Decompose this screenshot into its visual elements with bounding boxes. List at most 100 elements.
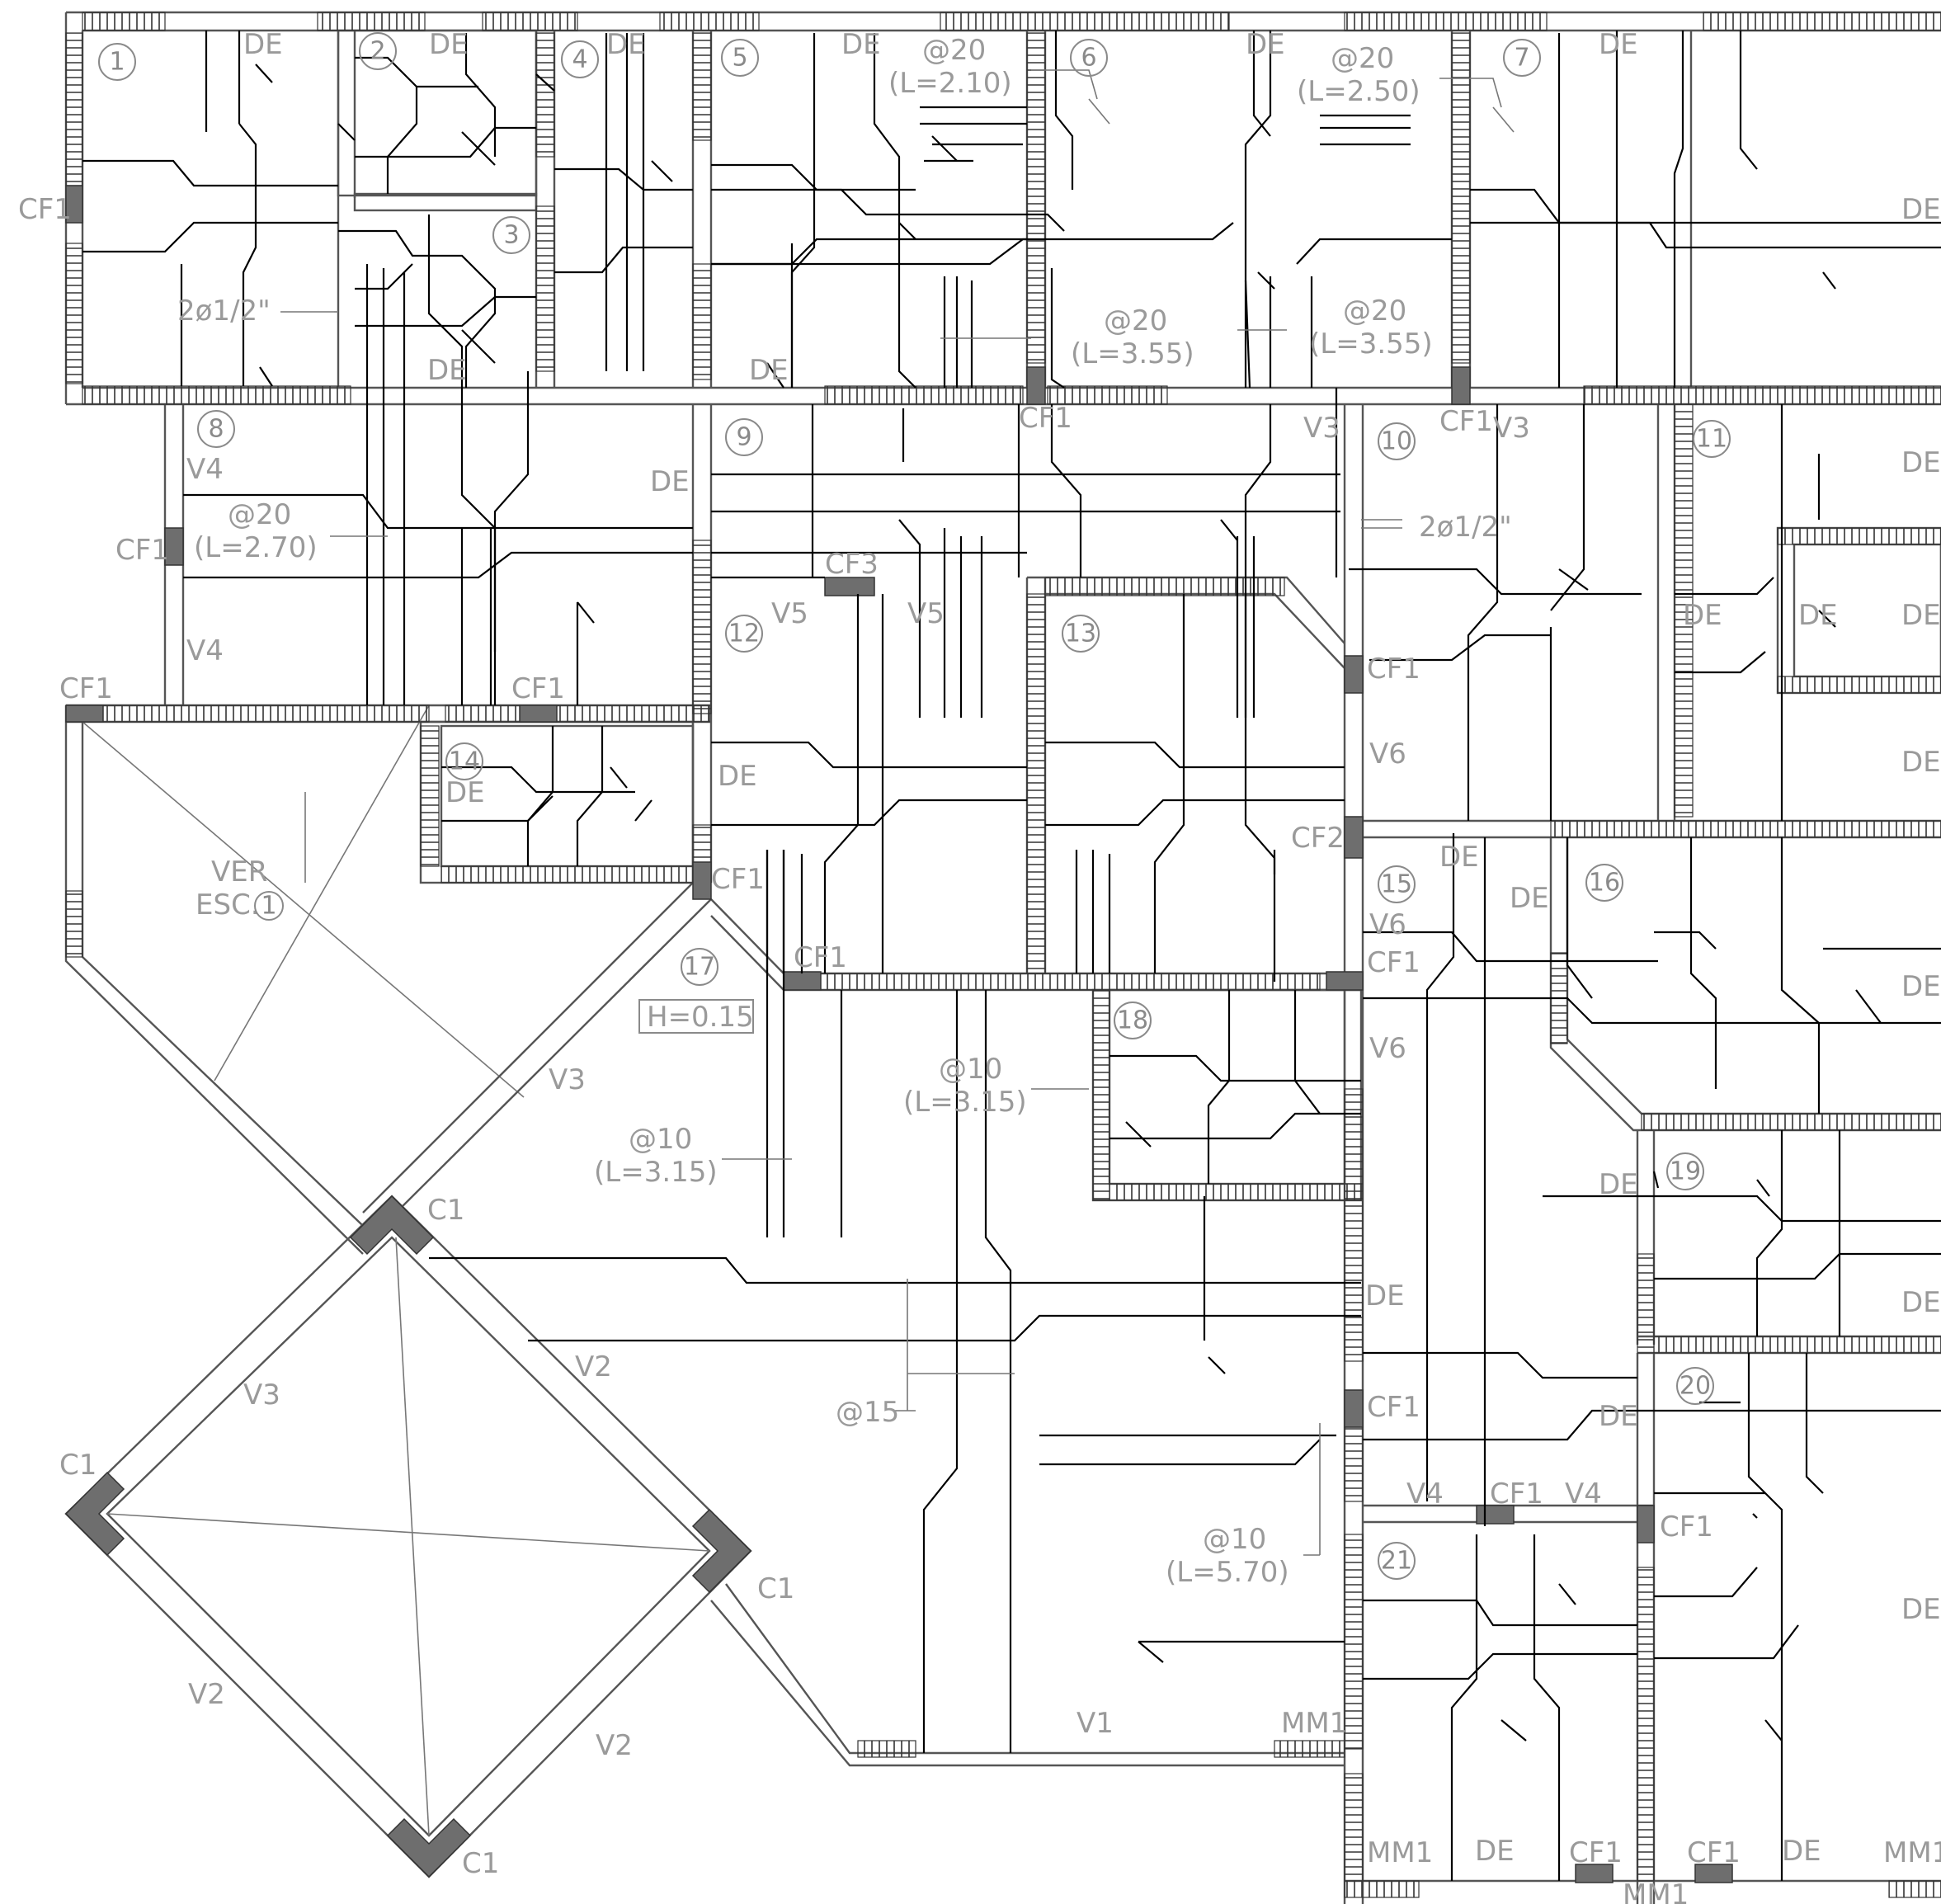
- spacing-note: @20: [228, 498, 291, 531]
- column-label: C1: [757, 1572, 794, 1605]
- panel-number: 9: [736, 423, 751, 452]
- dimension-marks: [280, 69, 1515, 1556]
- column-c1: [386, 1817, 472, 1878]
- label-de: DE: [1901, 193, 1941, 226]
- stair-ref: ESC.: [196, 888, 260, 921]
- beam-label: V3: [549, 1063, 586, 1096]
- spacing-note: @20: [1331, 42, 1394, 75]
- bar-note: 2ø1/2": [177, 295, 271, 328]
- label-de: DE: [1798, 599, 1838, 632]
- column-label: C1: [462, 1847, 499, 1880]
- panel-number: 12: [728, 620, 760, 648]
- column-cf1: [1476, 1505, 1515, 1525]
- columns: [64, 185, 1733, 1883]
- label-de: DE: [1510, 882, 1549, 915]
- column-label: MM1: [1883, 1836, 1941, 1869]
- length-note: (L=3.15): [594, 1156, 718, 1189]
- label-de: DE: [445, 776, 485, 809]
- column-label: CF1: [1687, 1836, 1741, 1869]
- label-de: DE: [1901, 1593, 1941, 1626]
- column-cf1: [783, 971, 822, 991]
- beam-label: V6: [1369, 1032, 1406, 1065]
- label-de: DE: [1901, 599, 1941, 632]
- column-label: CF1: [1367, 1391, 1420, 1424]
- label-de: DE: [1599, 1400, 1638, 1433]
- panel-number: 19: [1670, 1157, 1701, 1186]
- beam-label: V3: [1303, 412, 1340, 445]
- label-de: DE: [427, 354, 467, 387]
- spacing-note: @20: [1343, 295, 1406, 328]
- panel-number: 1: [109, 48, 125, 77]
- beam-label: V6: [1369, 908, 1406, 941]
- stair-ref: VER: [211, 855, 267, 888]
- spacing-note: @20: [922, 34, 986, 67]
- length-note: (L=2.70): [194, 531, 318, 564]
- column-label: C1: [59, 1449, 97, 1482]
- panel-number: 4: [572, 45, 587, 74]
- column-cf1: [65, 185, 83, 224]
- label-de: DE: [1901, 746, 1941, 779]
- hatched-walls: [65, 12, 1941, 1898]
- beam-label: V4: [1565, 1477, 1602, 1510]
- label-de: DE: [650, 465, 690, 498]
- beam-label: V3: [1493, 412, 1530, 445]
- beam-label: V2: [575, 1350, 612, 1383]
- column-label: CF1: [511, 672, 565, 705]
- label-de: DE: [718, 760, 757, 793]
- column-label: CF1: [1569, 1836, 1623, 1869]
- panel-number: 21: [1381, 1547, 1412, 1576]
- beam-label: V4: [1406, 1477, 1444, 1510]
- label-de: DE: [1365, 1280, 1405, 1313]
- column-label: CF1: [115, 534, 169, 567]
- label-de: DE: [841, 28, 881, 61]
- beam-label: V2: [188, 1678, 225, 1711]
- panel-number: 3: [503, 221, 519, 250]
- column-label: CF1: [1367, 653, 1420, 686]
- annotation-labels: DE DE DE DE DE DE DE DE DE DE DE DE DE D…: [18, 28, 1941, 1904]
- label-de: DE: [429, 28, 469, 61]
- column-cf1: [1344, 655, 1364, 694]
- label-de: DE: [1901, 1286, 1941, 1319]
- label-de: DE: [243, 28, 283, 61]
- column-cf1: [1451, 366, 1471, 405]
- panel-numbers: 1 2 3 4 5 6 7 8 9 10 11 12 13 14 15 16 1…: [98, 32, 1731, 1580]
- column-cf1: [1344, 1389, 1364, 1428]
- panel-number: 6: [1081, 44, 1096, 73]
- column-label: CF1: [1367, 946, 1420, 979]
- length-note: (L=3.15): [903, 1086, 1027, 1119]
- panel-number: 15: [1381, 870, 1412, 899]
- length-note: (L=3.55): [1071, 337, 1194, 370]
- length-note: (L=2.10): [888, 67, 1012, 100]
- panel-number: 2: [370, 37, 385, 66]
- spacing-note: @20: [1104, 304, 1167, 337]
- column-cf1: [1026, 366, 1046, 405]
- panel-number: 14: [449, 747, 480, 776]
- spacing-note: @10: [1203, 1523, 1266, 1556]
- column-cf1: [519, 705, 558, 723]
- column-c1: [691, 1508, 752, 1594]
- column-cf1: [692, 861, 712, 900]
- panel-number: 18: [1117, 1006, 1148, 1035]
- spacing-note: @10: [939, 1053, 1002, 1086]
- length-note: (L=5.70): [1166, 1556, 1289, 1589]
- column-cf2: [1344, 816, 1364, 859]
- label-de: DE: [1901, 446, 1941, 479]
- column-c1: [64, 1471, 125, 1557]
- column-label: CF2: [1291, 822, 1345, 855]
- beam-label: V6: [1369, 738, 1406, 771]
- column-cf1: [1575, 1864, 1614, 1883]
- panel-number: 13: [1065, 620, 1096, 648]
- length-note: (L=3.55): [1309, 328, 1433, 361]
- beam-label: V4: [186, 634, 224, 667]
- column-cf1: [1694, 1864, 1733, 1883]
- bar-note: 2ø1/2": [1419, 511, 1512, 544]
- column-cf3: [824, 577, 875, 596]
- stair-ref-number: 1: [261, 892, 276, 921]
- column-label: CF3: [825, 548, 879, 581]
- column-label: CF1: [711, 863, 765, 896]
- label-de: DE: [1439, 841, 1479, 874]
- panel-number: 11: [1696, 425, 1727, 454]
- beam-label: V4: [186, 453, 224, 486]
- height-note: H=0.15: [647, 1001, 754, 1034]
- label-de: DE: [1782, 1835, 1821, 1868]
